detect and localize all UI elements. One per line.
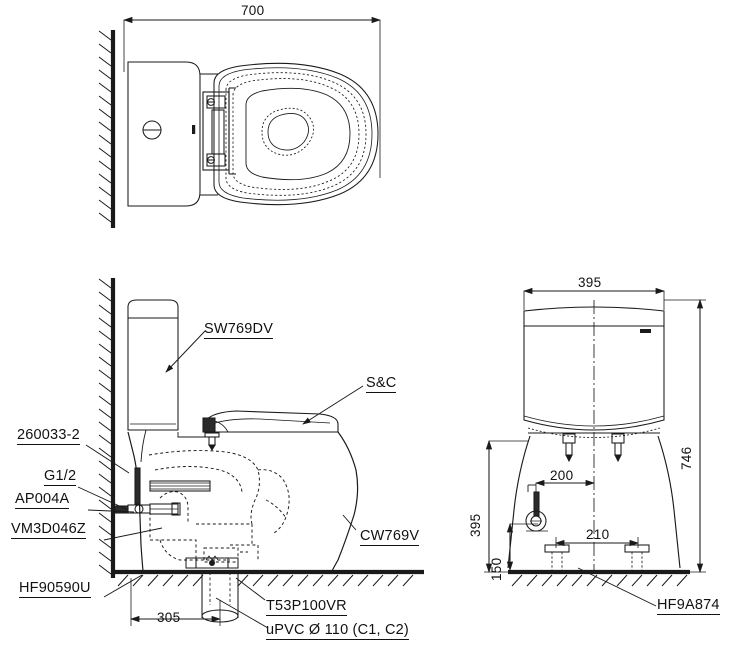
label-seat-and-cover: S&C bbox=[366, 375, 397, 393]
tank-bolts bbox=[562, 433, 625, 463]
tank-side bbox=[127, 299, 179, 431]
label-ap004a: AP004A bbox=[15, 491, 70, 509]
seat-and-cover-side bbox=[202, 410, 339, 452]
dimension-label-bolt-spacing: 210 bbox=[586, 527, 610, 542]
water-surface-hidden bbox=[261, 107, 314, 156]
dimension-395-width bbox=[522, 287, 666, 310]
tank-plan bbox=[127, 61, 201, 207]
label-hf90590u: HF90590U bbox=[19, 580, 91, 598]
dimension-label-outlet-offset: 305 bbox=[157, 610, 181, 625]
seat-hinge-plan bbox=[202, 87, 236, 175]
label-hf9a874: HF9A874 bbox=[657, 597, 720, 615]
top-view bbox=[98, 16, 382, 228]
dimension-305 bbox=[129, 578, 222, 626]
dimension-150 bbox=[506, 522, 538, 572]
dimension-label-overall-depth: 700 bbox=[241, 3, 265, 18]
wall-hatching bbox=[98, 30, 112, 223]
dimension-label-overall-width: 395 bbox=[578, 275, 602, 290]
dimension-200 bbox=[534, 479, 596, 492]
lid-marker bbox=[640, 329, 651, 333]
seat-cover-outline bbox=[213, 62, 379, 206]
floor-hatching bbox=[117, 574, 414, 587]
floor-bolts-front bbox=[544, 544, 650, 570]
floor-hatching-front bbox=[511, 574, 688, 587]
angle-valve-assembly bbox=[114, 467, 181, 516]
seat-ring-hidden bbox=[225, 72, 367, 196]
dimension-label-valve-height: 395 bbox=[468, 513, 483, 537]
floor-flange-assembly bbox=[185, 555, 239, 569]
dimension-700 bbox=[122, 16, 382, 178]
leader-hf9a874 bbox=[577, 567, 657, 607]
label-bowl-cw769v: CW769V bbox=[360, 528, 420, 546]
rim-feed bbox=[149, 480, 211, 492]
tank-lid-front bbox=[523, 306, 665, 327]
supply-valve-front bbox=[525, 484, 548, 532]
label-vm3d046z: VM3D046Z bbox=[11, 521, 86, 539]
dimension-395-height bbox=[484, 439, 528, 574]
label-t53p100vr: T53P100VR bbox=[266, 598, 347, 616]
dimension-label-valve-offset: 200 bbox=[550, 468, 574, 483]
side-view bbox=[77, 278, 424, 629]
dimension-label-overall-height: 746 bbox=[679, 446, 694, 470]
wall-hatching-side bbox=[98, 278, 112, 575]
dimension-746 bbox=[664, 298, 706, 574]
bowl-profile bbox=[331, 431, 359, 572]
label-260033-2: 260033-2 bbox=[17, 427, 80, 445]
trap-hidden-lines bbox=[148, 450, 290, 563]
front-view bbox=[484, 287, 706, 607]
dimension-210 bbox=[554, 537, 640, 548]
label-g1-2: G1/2 bbox=[44, 468, 77, 486]
leader-lines-side bbox=[77, 330, 364, 629]
label-upvc-pipe: uPVC Ø 110 (C1, C2) bbox=[266, 622, 409, 640]
dimension-label-outlet-height: 150 bbox=[489, 557, 504, 581]
label-tank-sw769dv: SW769DV bbox=[204, 321, 274, 339]
